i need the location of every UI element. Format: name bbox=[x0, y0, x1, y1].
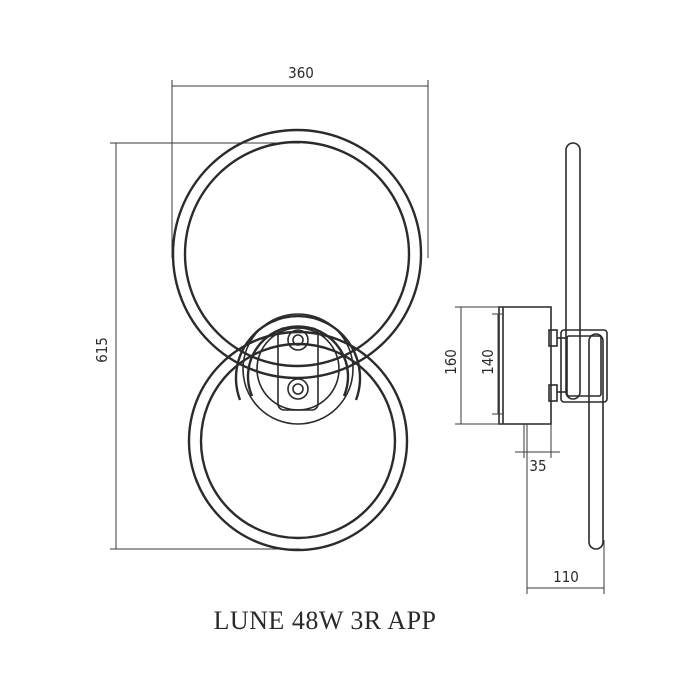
product-name: LUNE 48W 3R APP bbox=[213, 606, 437, 635]
side-view: 160 140 35 110 bbox=[442, 142, 608, 594]
base-depth-dimension: 35 bbox=[515, 424, 560, 475]
mounting-base bbox=[242, 313, 354, 425]
front-view: 360 615 bbox=[93, 64, 429, 552]
base-outer-dimension: 160 bbox=[442, 306, 551, 425]
front-ring-profile bbox=[588, 333, 604, 550]
lower-ring bbox=[187, 330, 409, 552]
middle-ring bbox=[234, 314, 362, 401]
base-outer-label: 160 bbox=[442, 349, 460, 375]
base-depth-label: 35 bbox=[529, 457, 546, 475]
width-dimension: 360 bbox=[171, 64, 429, 258]
joint-bracket bbox=[560, 329, 608, 403]
height-dimension: 615 bbox=[93, 142, 300, 550]
connector-knobs bbox=[287, 329, 309, 400]
base-inner-dimension: 140 bbox=[479, 313, 503, 415]
upper-ring bbox=[171, 128, 423, 380]
side-base bbox=[498, 306, 558, 425]
total-depth-label: 110 bbox=[553, 568, 579, 586]
total-depth-dimension: 110 bbox=[526, 424, 605, 594]
base-inner-label: 140 bbox=[479, 349, 497, 375]
width-label: 360 bbox=[288, 64, 314, 82]
height-label: 615 bbox=[93, 337, 111, 363]
